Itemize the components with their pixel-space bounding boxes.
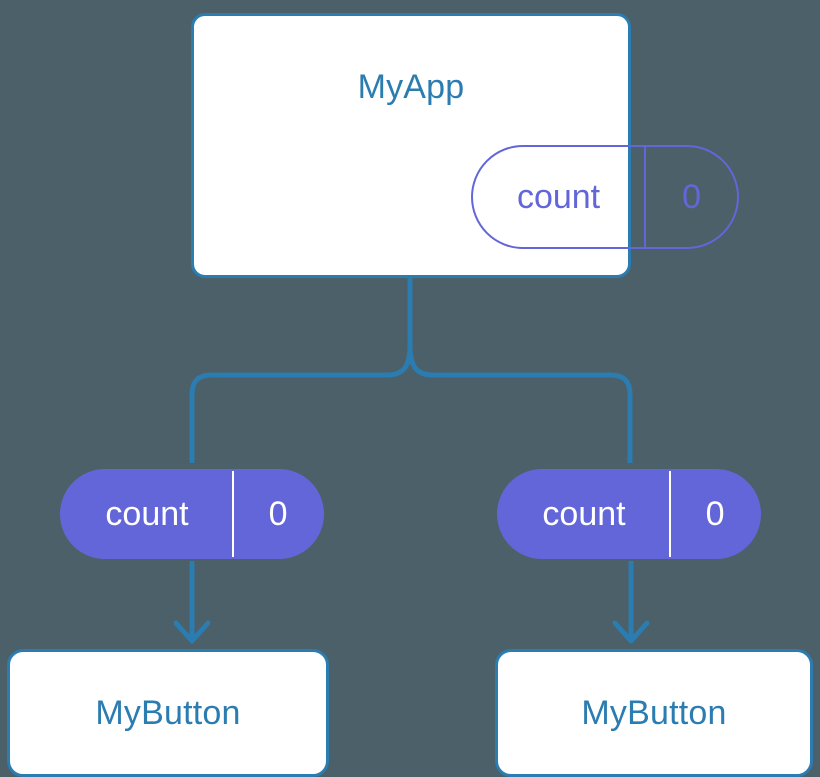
state-pill-key: count <box>516 178 601 216</box>
props-pill-right-key: count <box>542 495 626 533</box>
props-pill-right-value: 0 <box>669 471 759 557</box>
arrow-head-right <box>612 620 650 644</box>
state-pill-count[interactable]: count 0 <box>471 145 739 249</box>
arrow-head-left <box>173 620 211 644</box>
connector-branch-right <box>407 344 633 463</box>
state-pill-value: 0 <box>644 147 737 247</box>
component-node-mybutton-left[interactable]: MyButton <box>7 649 329 777</box>
component-node-mybutton-right[interactable]: MyButton <box>495 649 813 777</box>
props-pill-left-key: count <box>105 495 189 533</box>
component-title-myapp: MyApp <box>357 68 465 106</box>
props-pill-left-value: 0 <box>232 471 322 557</box>
connector-branch-left <box>189 344 413 463</box>
component-title-mybutton-right: MyButton <box>581 694 727 732</box>
component-node-myapp[interactable]: MyApp count 0 <box>191 13 739 278</box>
component-title-mybutton-left: MyButton <box>95 694 241 732</box>
props-pill-right[interactable]: count 0 <box>497 469 761 559</box>
props-pill-left[interactable]: count 0 <box>60 469 324 559</box>
